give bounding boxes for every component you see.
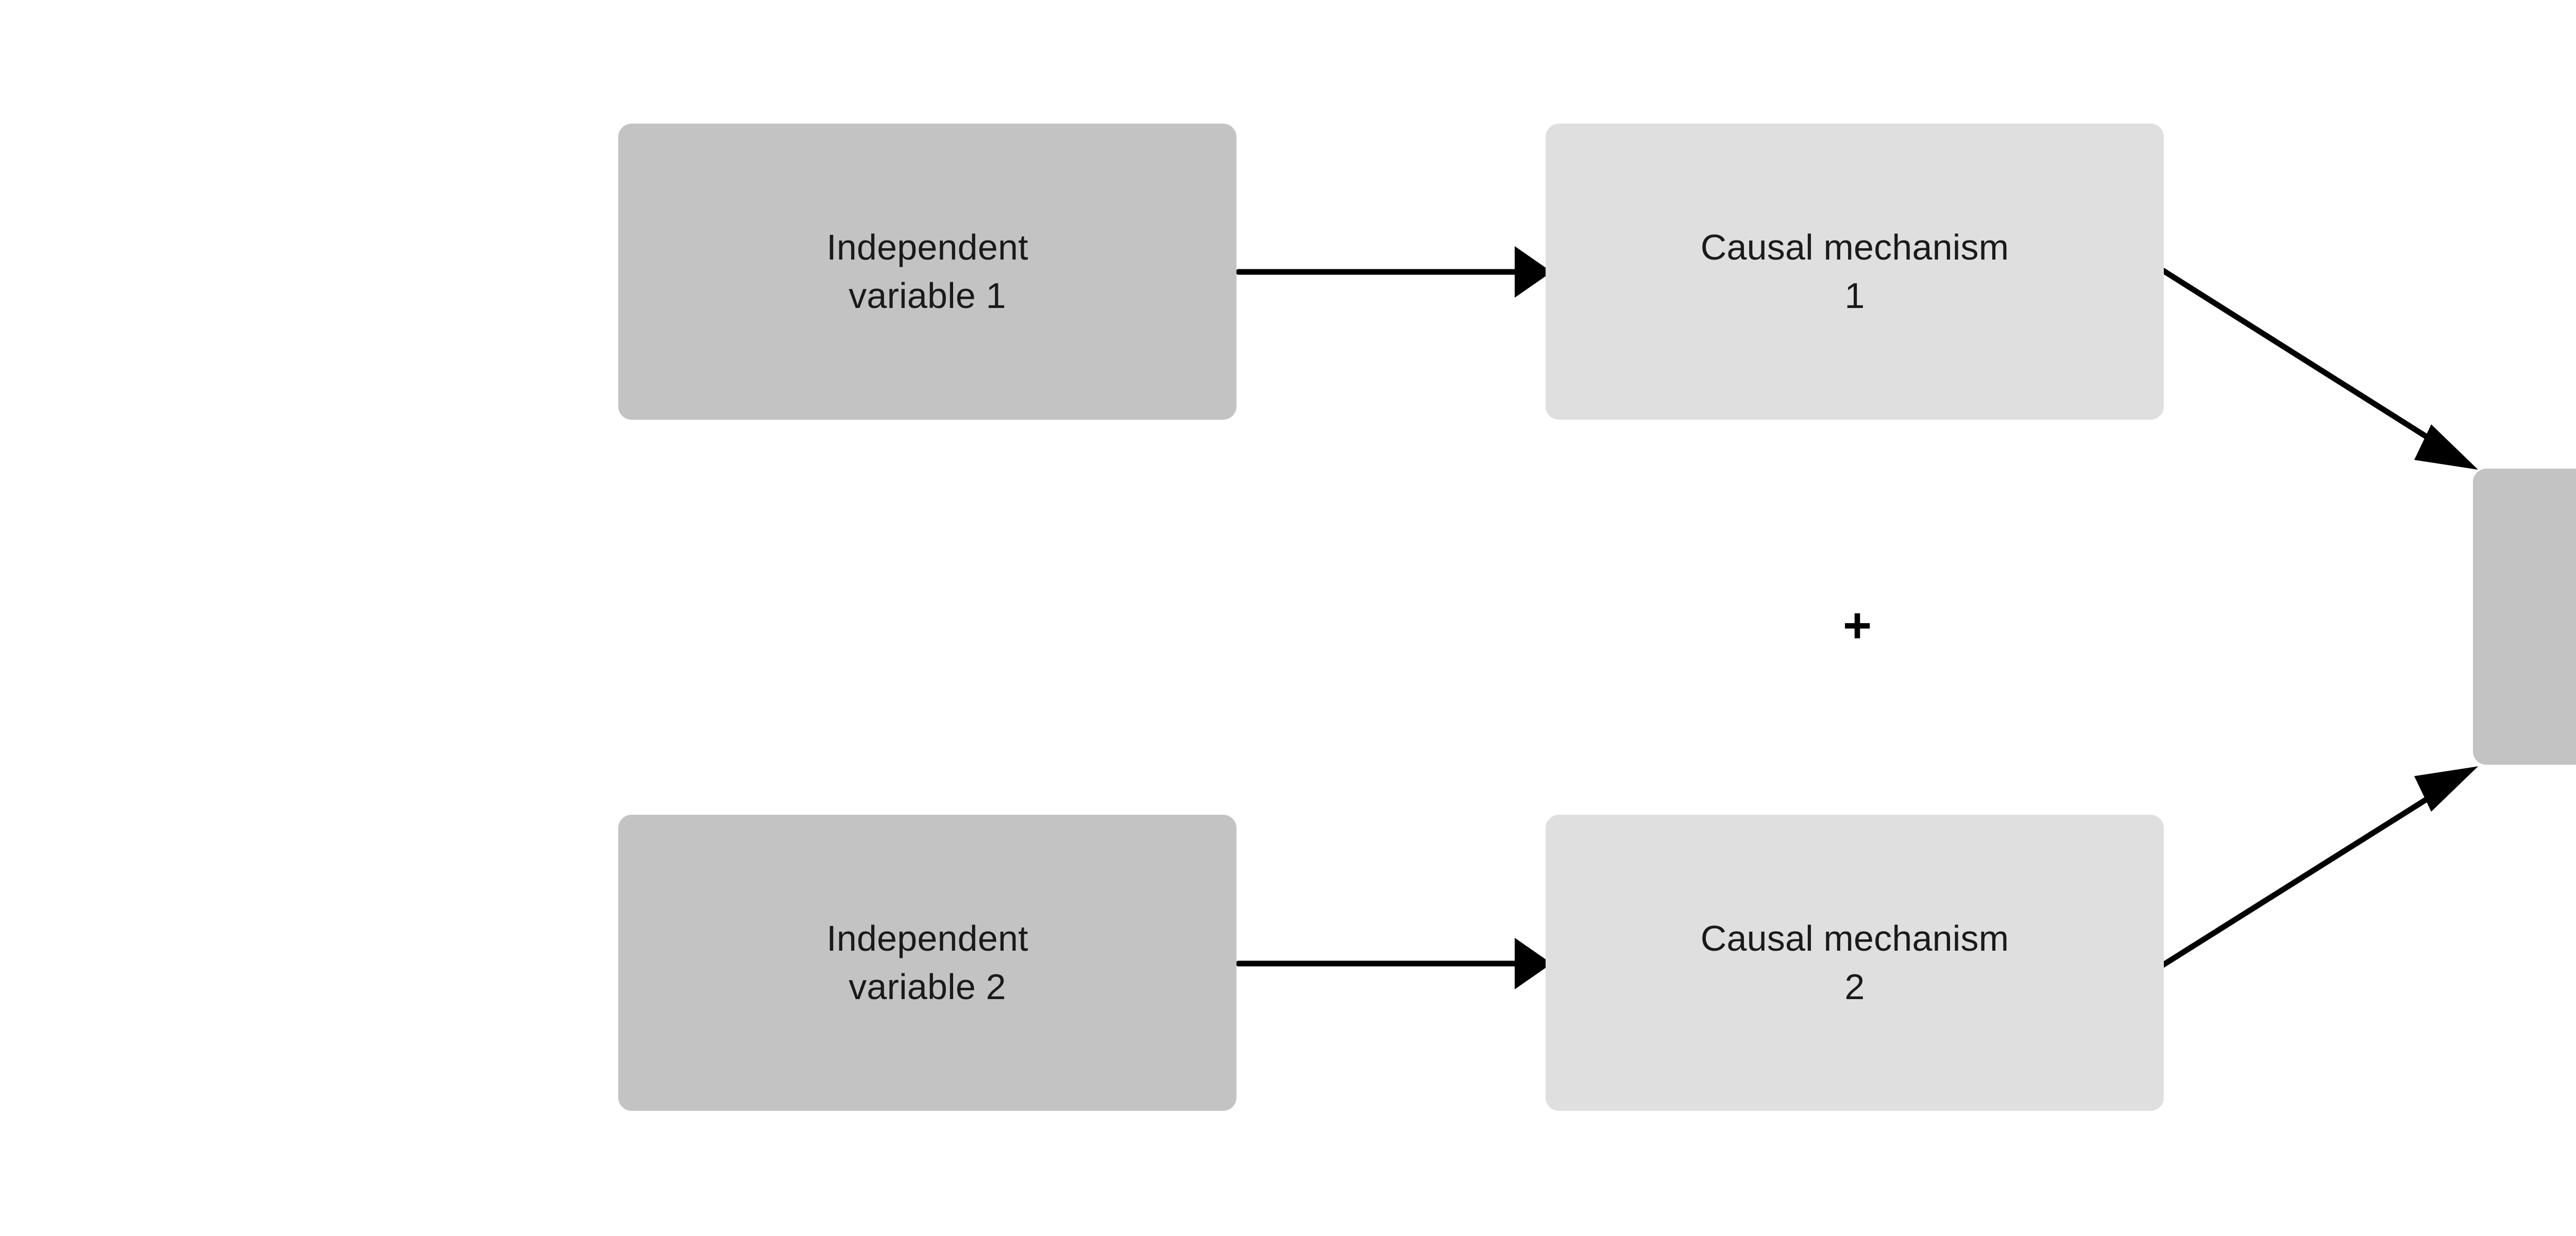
edge-cm1-to-dv — [2160, 267, 2478, 470]
node-independent-variable-2[interactable]: Independent variable 2 — [618, 815, 1236, 1111]
edge-cm1-to-dv-arrowhead — [2414, 424, 2478, 470]
node-causal-mechanism-2[interactable]: Causal mechanism 2 — [1546, 815, 2164, 1111]
node-independent-variable-1[interactable]: Independent variable 1 — [618, 124, 1236, 420]
plus-operator-symbol: + — [1842, 598, 1872, 653]
edge-iv2-to-cm2 — [1235, 938, 1552, 989]
edge-cm1-to-dv-line — [2160, 267, 2449, 452]
node-causal-mechanism-1[interactable]: Causal mechanism 1 — [1546, 124, 2164, 420]
node-dependent-variable[interactable]: Dependent variable — [2473, 469, 2576, 765]
node-causal-mechanism-2-label: Causal mechanism 2 — [1700, 918, 2009, 1007]
node-independent-variable-1-label: Independent variable 1 — [826, 227, 1028, 316]
node-independent-variable-2-label: Independent variable 2 — [826, 918, 1028, 1007]
edge-iv1-to-cm1 — [1235, 246, 1552, 298]
edge-cm2-to-dv-line — [2160, 784, 2449, 968]
edge-cm2-to-dv — [2160, 766, 2478, 968]
edge-cm2-to-dv-arrowhead — [2414, 766, 2478, 812]
node-causal-mechanism-1-label: Causal mechanism 1 — [1700, 227, 2009, 316]
